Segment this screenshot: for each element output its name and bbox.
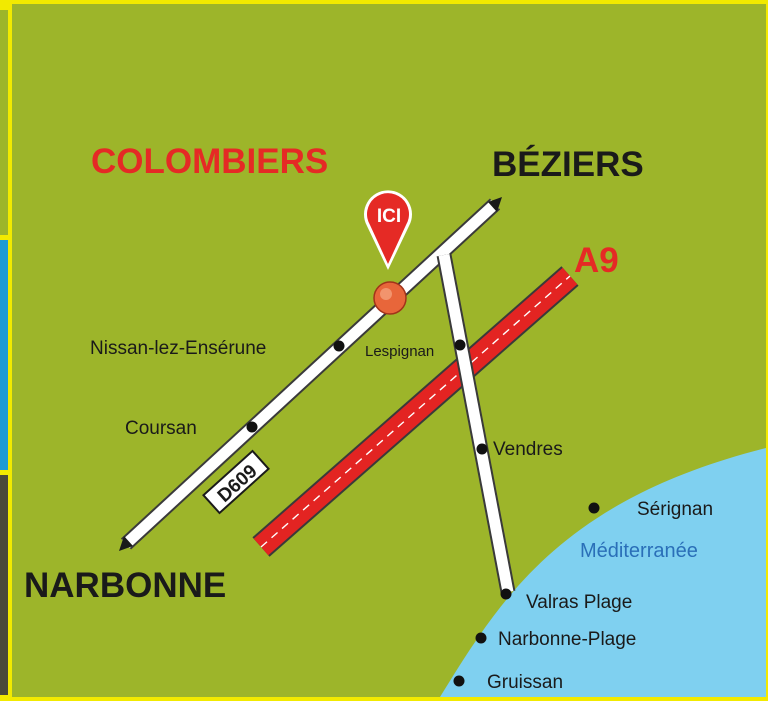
dot-coursan xyxy=(246,421,258,433)
side-strip-middle xyxy=(0,240,8,470)
city-beziers: BÉZIERS xyxy=(492,144,644,184)
town-gruissan: Gruissan xyxy=(487,672,563,693)
side-strip-bottom xyxy=(0,475,8,695)
town-narbonne-plage: Narbonne-Plage xyxy=(498,629,636,650)
arrow-to-beziers xyxy=(488,197,502,212)
dot-serignan xyxy=(588,502,600,514)
town-valras: Valras Plage xyxy=(526,592,632,613)
a9-motorway xyxy=(252,266,579,557)
dot-gruissan xyxy=(453,675,465,687)
city-narbonne: NARBONNE xyxy=(24,566,226,605)
valras-road xyxy=(436,253,516,594)
town-nissan: Nissan-lez-Ensérune xyxy=(90,338,266,359)
marker-label: ICI xyxy=(377,206,401,227)
location-marker: ICI xyxy=(364,190,412,315)
sea-label: Méditerranée xyxy=(580,540,698,562)
town-lespignan: Lespignan xyxy=(365,343,434,360)
d609-road xyxy=(119,197,502,551)
dot-lespignan xyxy=(454,339,466,351)
arrow-to-narbonne xyxy=(119,536,133,551)
side-strip-top xyxy=(0,10,8,235)
dot-narbonne-plage xyxy=(475,632,487,644)
town-dots xyxy=(246,339,600,687)
city-colombiers: COLOMBIERS xyxy=(91,142,328,181)
dot-valras xyxy=(500,588,512,600)
motorway-label: A9 xyxy=(574,241,619,280)
dot-nissan xyxy=(333,340,345,352)
town-serignan: Sérignan xyxy=(637,499,713,520)
town-coursan: Coursan xyxy=(125,418,197,439)
sea-area xyxy=(440,448,766,697)
town-vendres: Vendres xyxy=(493,439,563,460)
dot-vendres xyxy=(476,443,488,455)
